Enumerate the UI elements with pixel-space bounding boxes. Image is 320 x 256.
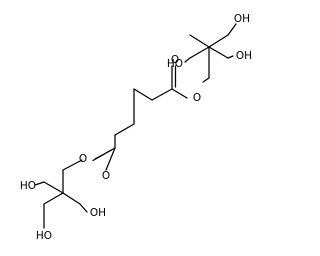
bond: [79, 203, 88, 213]
ester-oxygen-label: O: [79, 153, 87, 165]
bond: [227, 55, 234, 59]
bond: [34, 181, 45, 186]
bond: [43, 192, 64, 205]
hydroxyl-label: HO: [36, 230, 52, 242]
bond: [151, 88, 173, 101]
bond: [189, 46, 210, 59]
bond: [171, 88, 188, 99]
bond: [92, 149, 113, 162]
hydroxyl-label: OH: [90, 207, 106, 219]
hydroxyl-label: OH: [236, 50, 252, 62]
bond: [202, 77, 210, 83]
bond: [62, 159, 83, 171]
hydroxyl-label: HO: [167, 58, 183, 70]
bond: [208, 34, 229, 48]
atom-labels: OH HO OH O O O O HO OH HO: [20, 13, 252, 242]
bond: [105, 147, 116, 171]
ester-oxygen-label: O: [193, 92, 201, 104]
bond: [208, 46, 229, 59]
bond: [133, 88, 153, 101]
bond: [62, 192, 81, 205]
hydroxyl-label: HO: [20, 180, 36, 192]
bond: [227, 23, 237, 36]
carbonyl-oxygen-label: O: [102, 170, 110, 182]
bond: [189, 34, 210, 48]
hydroxyl-label: OH: [234, 13, 250, 25]
bond: [43, 181, 64, 194]
chemical-structure-diagram: OH HO OH O O O O HO OH HO: [20, 13, 252, 242]
bond: [184, 57, 191, 63]
bond-lines: [34, 23, 237, 229]
bond: [114, 123, 135, 136]
carbonyl-oxygen-label: O: [171, 54, 179, 66]
